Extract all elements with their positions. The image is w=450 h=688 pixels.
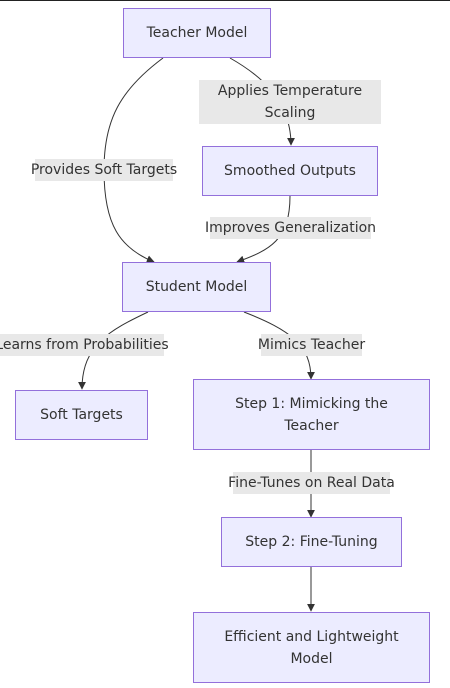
node-label: Step 2: Fine-Tuning bbox=[245, 534, 378, 550]
top-rule bbox=[0, 0, 450, 1]
node-student-model: Student Model bbox=[122, 262, 271, 312]
edge-label-generalization: Improves Generalization bbox=[205, 217, 376, 239]
edge-label-provides-soft-targets: Provides Soft Targets bbox=[31, 159, 177, 181]
edge-label-learns-from-probabilities: Learns from Probabilities bbox=[0, 334, 169, 356]
edge-label-mimics-teacher: Mimics Teacher bbox=[258, 334, 365, 356]
node-step1: Step 1: Mimicking the Teacher bbox=[193, 379, 430, 450]
node-teacher-model: Teacher Model bbox=[123, 8, 271, 58]
edge-label-fine-tunes: Fine-Tunes on Real Data bbox=[228, 472, 395, 494]
node-label: Teacher Model bbox=[146, 25, 248, 41]
node-step2: Step 2: Fine-Tuning bbox=[221, 517, 402, 567]
node-label: Step 1: Mimicking the Teacher bbox=[235, 395, 388, 434]
node-label: Efficient and Lightweight Model bbox=[224, 628, 399, 667]
edge-label-temperature: Applies Temperature Scaling bbox=[199, 80, 381, 124]
node-label: Smoothed Outputs bbox=[224, 163, 356, 179]
edge-smoothed-to-student bbox=[236, 195, 291, 264]
node-label: Student Model bbox=[145, 279, 248, 295]
node-label: Soft Targets bbox=[40, 407, 123, 423]
node-smoothed-outputs: Smoothed Outputs bbox=[202, 146, 378, 196]
node-soft-targets: Soft Targets bbox=[15, 390, 148, 440]
node-efficient-model: Efficient and Lightweight Model bbox=[193, 612, 430, 683]
